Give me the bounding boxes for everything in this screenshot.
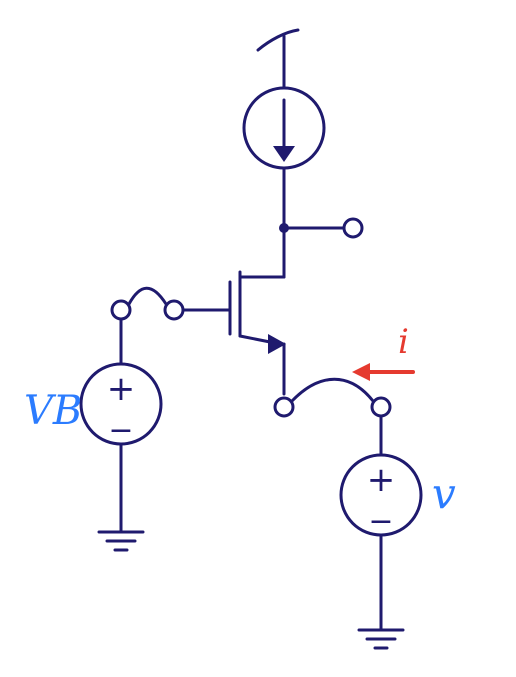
v-voltage-source: + −	[339, 453, 423, 539]
source-lead	[238, 334, 272, 344]
output-terminal	[342, 217, 364, 239]
mosfet	[181, 270, 286, 396]
v-minus-sign: −	[368, 504, 393, 539]
gate-terminal	[163, 299, 185, 321]
source-terminal	[273, 396, 295, 418]
current-arrow-head	[273, 146, 295, 162]
gate-jumper	[127, 286, 168, 306]
ground-left-icon	[97, 530, 145, 552]
vb-label: VB	[24, 388, 82, 434]
supply-rail	[256, 28, 300, 52]
source-jumper	[290, 377, 375, 403]
current-source	[242, 86, 326, 170]
vb-plus-sign: +	[107, 369, 136, 409]
test-terminal	[370, 396, 392, 418]
vb-voltage-source: + −	[79, 362, 163, 448]
source-arrow-icon	[268, 334, 286, 354]
v-label: v	[432, 469, 456, 518]
ground-right-icon	[357, 628, 405, 650]
bias-terminal	[110, 299, 132, 321]
v-plus-sign: +	[367, 460, 396, 500]
current-i-arrow-icon	[352, 363, 415, 381]
vb-minus-sign: −	[108, 413, 133, 448]
current-i-label: i	[398, 322, 409, 362]
